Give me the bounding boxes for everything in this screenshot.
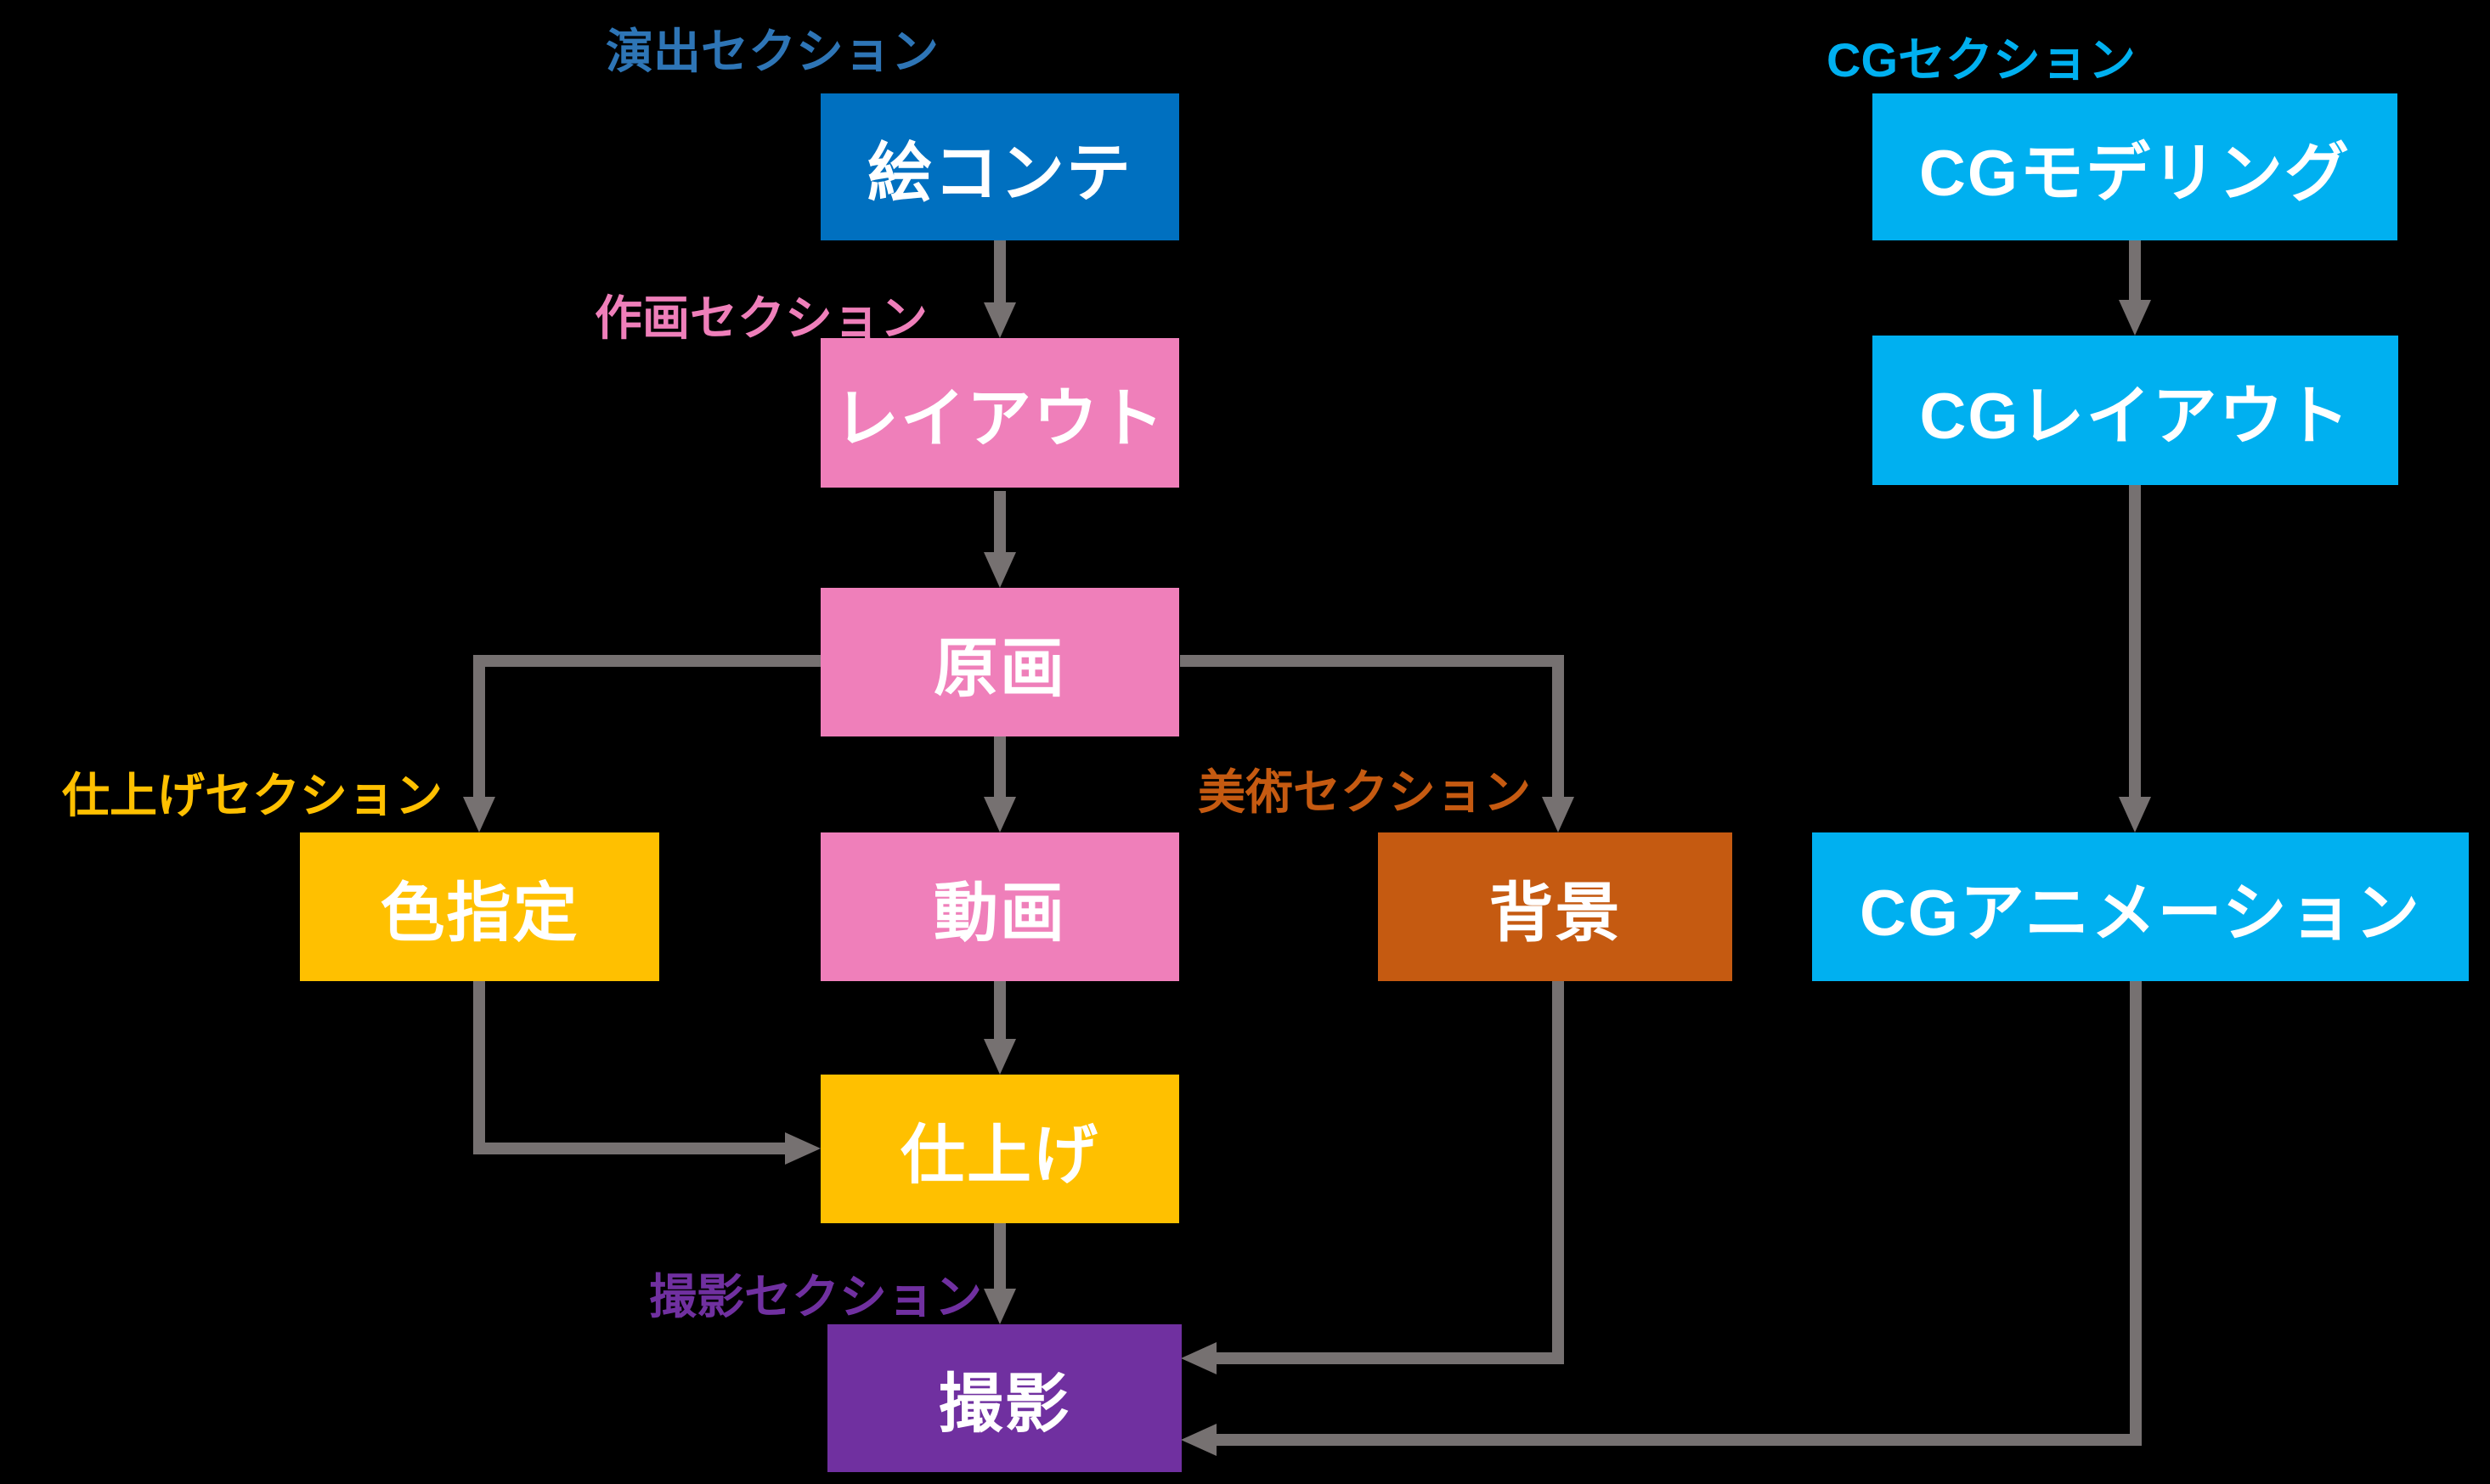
- node-background-art: 背景: [1378, 832, 1732, 981]
- node-cg-modeling: CGモデリング: [1872, 93, 2397, 240]
- node-storyboard: 絵コンテ: [821, 93, 1179, 240]
- arrowhead-storyboard-layout: [984, 302, 1016, 338]
- arrowhead-genga-colordesign: [463, 797, 495, 832]
- arrowhead-colordesign-finishing: [785, 1132, 821, 1165]
- arrowhead-cglayout-cganimation: [2119, 797, 2151, 832]
- node-cg-layout: CGレイアウト: [1872, 336, 2398, 485]
- arrowhead-haikei-compositing: [1181, 1342, 1217, 1374]
- section-label-direction: 演出セクション: [606, 25, 939, 78]
- arrowhead-cganimation-compositing: [1181, 1424, 1217, 1456]
- arrow-colordesign-finishing: [473, 981, 786, 1154]
- arrow-genga-haikei: [1180, 655, 1564, 798]
- section-label-photography: 撮影セクション: [649, 1270, 982, 1323]
- arrowhead-layout-genga: [984, 552, 1016, 588]
- section-label-art: 美術セクション: [1198, 765, 1531, 819]
- arrowhead-cgmodeling-cglayout: [2119, 300, 2151, 336]
- node-cg-animation: CGアニメーション: [1812, 832, 2469, 981]
- node-color-design: 色指定: [300, 832, 659, 981]
- node-compositing: 撮影: [827, 1324, 1182, 1472]
- arrowhead-genga-haikei: [1542, 797, 1574, 832]
- node-inbetweening: 動画: [821, 832, 1179, 981]
- section-label-cg: CGセクション: [1827, 33, 2136, 87]
- arrowhead-douga-finishing: [984, 1039, 1016, 1075]
- section-label-sakuga: 作画セクション: [595, 291, 928, 345]
- node-finishing: 仕上げ: [821, 1075, 1179, 1223]
- node-key-animation: 原画: [821, 588, 1179, 736]
- arrow-haikei-compositing: [1216, 981, 1564, 1364]
- arrow-cganimation-compositing: [1216, 981, 2142, 1446]
- arrowhead-genga-douga: [984, 797, 1016, 832]
- node-layout: レイアウト: [821, 338, 1179, 488]
- section-label-finishing: 仕上げセクション: [62, 769, 443, 822]
- arrowhead-finishing-compositing: [984, 1289, 1016, 1324]
- arrow-genga-colordesign: [473, 655, 823, 798]
